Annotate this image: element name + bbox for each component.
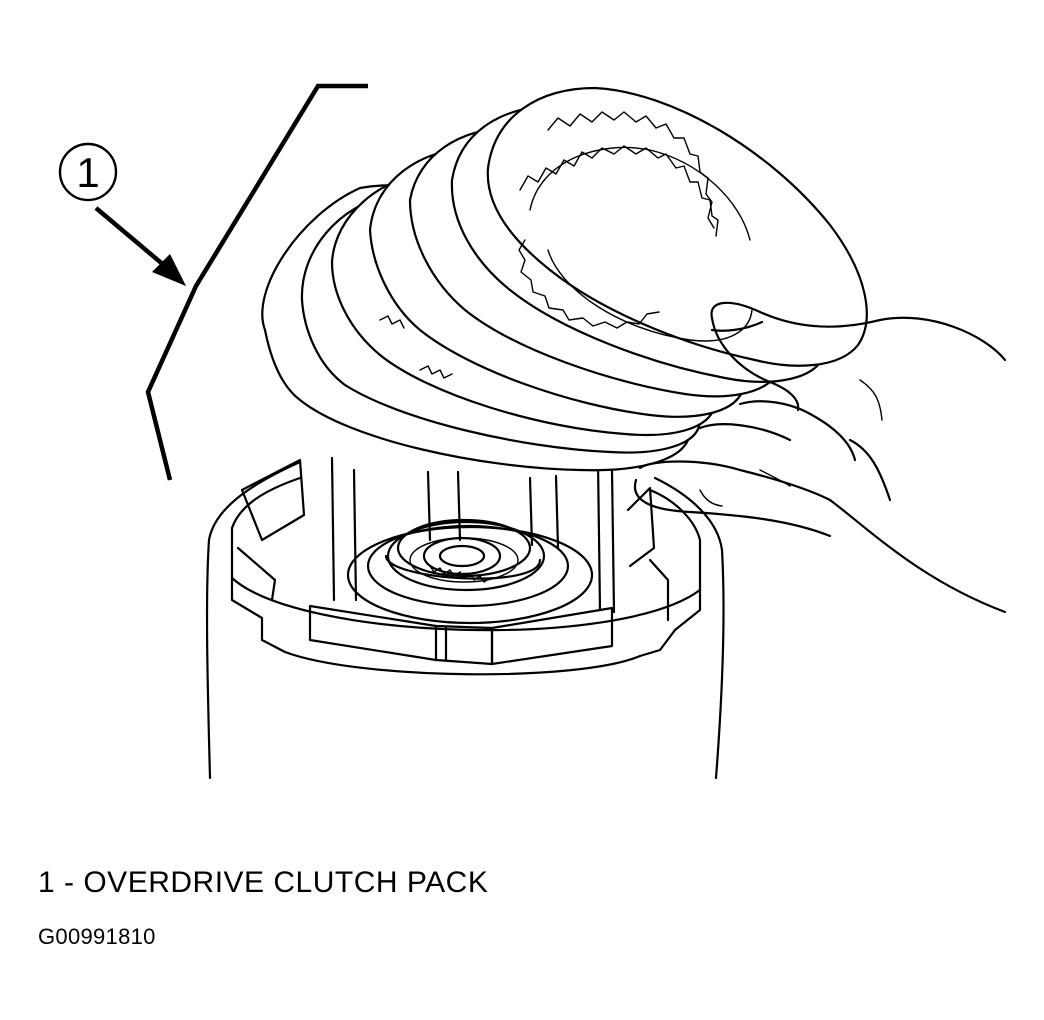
- legend-item-1: 1 - OVERDRIVE CLUTCH PACK: [38, 866, 489, 899]
- callout-1: 1: [58, 83, 368, 481]
- clutch-retainer-drum: [205, 456, 725, 780]
- arrow-head-icon: [152, 254, 186, 286]
- hand: [633, 301, 1007, 614]
- clutch-plate-stack: [261, 86, 868, 472]
- clutch-pack-illustration: 1: [58, 83, 1007, 780]
- callout-circle: [58, 142, 118, 202]
- figure-id: G00991810: [38, 924, 156, 949]
- callout-number: 1: [76, 149, 99, 196]
